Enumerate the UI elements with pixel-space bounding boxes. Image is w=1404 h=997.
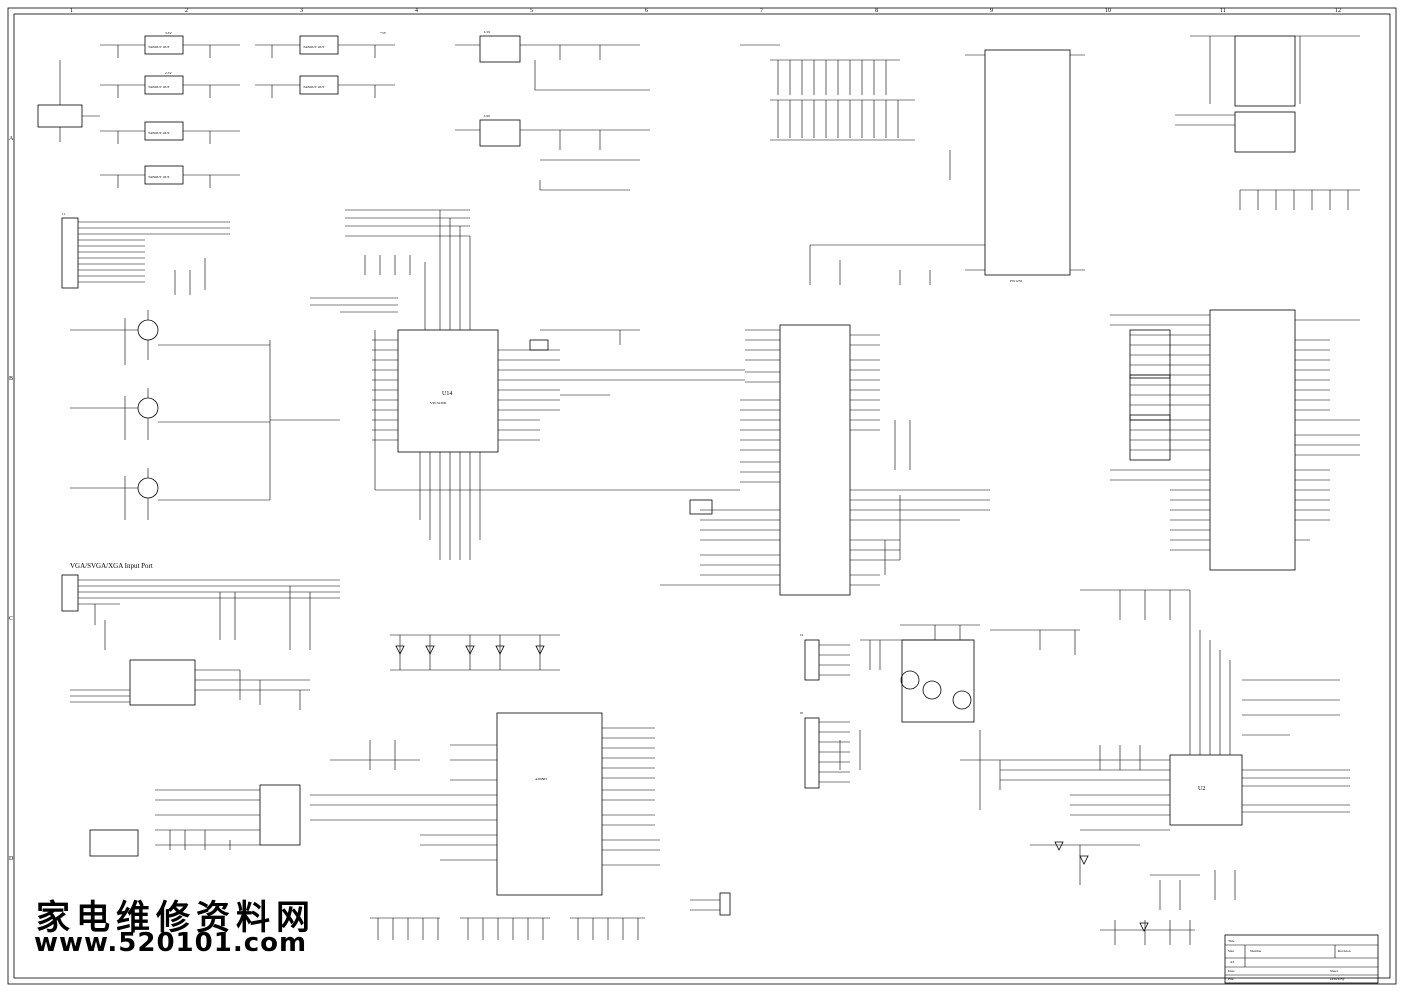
col-marker: 8 xyxy=(875,8,878,14)
net-label: 2.5V xyxy=(165,71,172,75)
section-title: VGA/SVGA/XGA Input Port xyxy=(70,562,153,570)
regulator-group-center: U19 U20 xyxy=(455,30,650,191)
row-marker: A xyxy=(9,136,14,142)
ic-label: U2 xyxy=(1198,786,1205,792)
connectors-j4-j6: J4 J6 xyxy=(800,633,970,789)
title-block-sheet-label: Sheet xyxy=(1330,969,1338,973)
watermark-url: www.520101.com xyxy=(34,928,308,958)
ic-label: U19 xyxy=(484,30,490,34)
adc-ad9883: AD9883 xyxy=(155,712,660,896)
ic-label: U14 xyxy=(442,391,452,397)
svg-text:VPC3230D: VPC3230D xyxy=(430,401,447,405)
svg-text:TABOUT OUT: TABOUT OUT xyxy=(303,45,326,49)
title-block-title: Title xyxy=(1228,939,1235,943)
video-buffer-transistors xyxy=(70,310,340,520)
u14-video-decoder: U14 VPC3230D xyxy=(310,209,745,560)
outer-border xyxy=(7,7,1397,985)
u10-power-ic: PW1235 xyxy=(809,49,1085,285)
ic-label: U20 xyxy=(484,114,490,118)
title-block-date-label: Date xyxy=(1228,969,1235,973)
svg-text:TABOUT OUT: TABOUT OUT xyxy=(148,45,171,49)
connector-label: J1 xyxy=(62,212,65,216)
svg-text:TABOUT OUT: TABOUT OUT xyxy=(303,85,326,89)
col-marker: 1 xyxy=(70,8,73,14)
col-marker: 10 xyxy=(1105,8,1111,14)
svg-text:TABOUT OUT: TABOUT OUT xyxy=(148,175,171,179)
row-marker: C xyxy=(9,616,13,622)
bottom-decoupling-caps xyxy=(370,892,731,940)
u16-scaler xyxy=(660,324,990,596)
memory-chip-top-right xyxy=(1175,35,1360,153)
title-block-drawn-label: Drawn By xyxy=(1330,977,1345,981)
col-marker: 4 xyxy=(415,8,418,14)
regulator-group-left: TABOUT OUT TABOUT OUT TABOUT OUT TABOUT … xyxy=(37,31,395,188)
connector-label: J4 xyxy=(800,633,803,637)
title-block-revision-label: Revision xyxy=(1338,949,1351,953)
watermark-chinese: 家电维修资料网 xyxy=(36,898,316,938)
svg-text:TABOUT OUT: TABOUT OUT xyxy=(148,131,171,135)
svg-text:PW1235: PW1235 xyxy=(1010,279,1023,283)
decoupling-caps-top xyxy=(740,44,1360,210)
row-marker: B xyxy=(9,376,13,382)
title-block: Title Size A3 Number Revision Date File … xyxy=(1224,934,1379,984)
row-markers: A B C D xyxy=(9,136,14,862)
u18-sdram xyxy=(1110,309,1360,571)
connector-j1-area: J1 xyxy=(61,212,230,295)
row-marker: D xyxy=(9,856,14,862)
svg-text:TABOUT OUT: TABOUT OUT xyxy=(148,85,171,89)
net-label: 3.3V xyxy=(165,31,172,35)
col-marker: 9 xyxy=(990,8,993,14)
connector-label: J6 xyxy=(800,711,803,715)
col-marker: 3 xyxy=(300,8,303,14)
title-block-size-label: Size xyxy=(1228,949,1234,953)
audio-transistor-cluster xyxy=(900,624,1080,723)
vga-input-section: VGA/SVGA/XGA Input Port xyxy=(61,562,340,857)
col-marker: 6 xyxy=(645,8,648,14)
net-label: +5V xyxy=(380,31,387,35)
esd-diode-array xyxy=(390,634,560,671)
column-markers-top: 1 2 3 4 5 6 7 8 9 10 11 12 xyxy=(70,8,1341,14)
title-block-size: A3 xyxy=(1230,960,1235,964)
col-marker: 11 xyxy=(1220,8,1226,14)
col-marker: 2 xyxy=(185,8,188,14)
title-block-number-label: Number xyxy=(1250,949,1262,953)
title-block-file-label: File xyxy=(1228,977,1234,981)
u2-controller: U2 xyxy=(960,589,1350,945)
inner-border xyxy=(13,13,1391,979)
col-marker: 7 xyxy=(760,8,763,14)
col-marker: 5 xyxy=(530,8,533,14)
col-marker: 12 xyxy=(1335,8,1341,14)
svg-text:AD9883: AD9883 xyxy=(535,777,547,781)
